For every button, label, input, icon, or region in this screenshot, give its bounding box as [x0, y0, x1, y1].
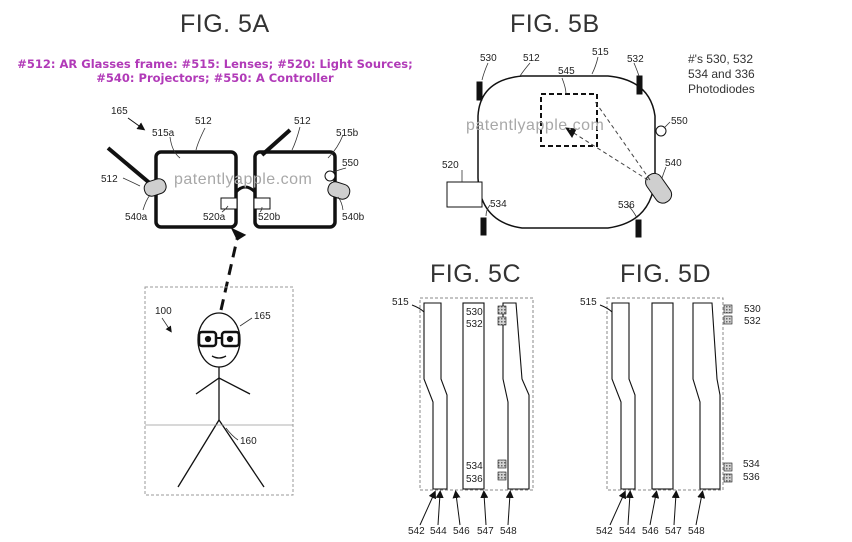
label-5d-547: 547: [665, 526, 682, 537]
fig-5a-glasses: [106, 117, 351, 229]
photodiode-536-5c: [497, 471, 507, 481]
watermark-5a: patentlyapple.com: [174, 171, 312, 188]
projector-540a: [143, 178, 167, 197]
layer-546: [462, 302, 485, 490]
photodiode-530: [476, 81, 483, 101]
controller-550: [324, 170, 336, 182]
label-5b-530: 530: [480, 53, 497, 64]
label-5a-515a: 515a: [152, 128, 175, 139]
target-region-545: [540, 93, 598, 147]
label-5a-165-face: 165: [254, 311, 271, 322]
label-5c-532: 532: [466, 319, 483, 330]
label-5d-546: 546: [642, 526, 659, 537]
photodiode-532-5c: [497, 316, 507, 326]
label-5a-160: 160: [240, 436, 257, 447]
label-5c-544: 544: [430, 526, 447, 537]
label-5b-534: 534: [490, 199, 507, 210]
label-5a-512-right: 512: [294, 116, 311, 127]
gaze-arrow-line: [219, 234, 240, 311]
label-5c-534: 534: [466, 461, 483, 472]
label-5b-545: 545: [558, 66, 575, 77]
label-5a-540a: 540a: [125, 212, 148, 223]
label-5a-512-left: 512: [195, 116, 212, 127]
label-5a-512-temple: 512: [101, 174, 118, 185]
user-figure: [145, 312, 293, 488]
label-5b-515: 515: [592, 47, 609, 58]
fig-5c-cross-section: [419, 297, 534, 491]
label-5c-548: 548: [500, 526, 517, 537]
fig-5b-note-line-3: Photodiodes: [688, 82, 755, 96]
label-5d-548: 548: [688, 526, 705, 537]
fig-5d-title: FIG. 5D: [620, 260, 712, 288]
photodiode-536: [635, 219, 642, 238]
layer-542-5d: [611, 302, 636, 490]
fig-5a-caption-line-1: #512: AR Glasses frame: #515: Lenses; #5…: [17, 57, 413, 71]
photodiode-532-5d: [723, 315, 733, 325]
photodiode-534-5d: [723, 462, 733, 472]
label-5c-547: 547: [477, 526, 494, 537]
fig-5b-lens: [446, 75, 673, 238]
label-5c-530: 530: [466, 307, 483, 318]
fig-5b-note-line-2: 534 and 336: [688, 67, 755, 81]
photodiode-532: [636, 75, 643, 95]
fig-5c-title: FIG. 5C: [430, 260, 522, 288]
label-5d-536: 536: [743, 472, 760, 483]
label-5d-534: 534: [743, 459, 760, 470]
layer-548-5d: [692, 302, 721, 490]
label-5c-542: 542: [408, 526, 425, 537]
label-5a-540b: 540b: [342, 212, 365, 223]
light-source-520a: [220, 197, 238, 210]
label-5b-550: 550: [671, 116, 688, 127]
fig-5a-caption-line-2: #540: Projectors; #550: A Controller: [96, 71, 334, 85]
photodiode-530-5c: [497, 305, 507, 315]
label-5b-536: 536: [618, 200, 635, 211]
fig-5b-note-line-1: #'s 530, 532: [688, 52, 754, 66]
user-frame-100: [144, 286, 294, 496]
photodiode-534-5c: [497, 459, 507, 469]
label-5a-165: 165: [111, 106, 128, 117]
label-5d-544: 544: [619, 526, 636, 537]
label-5c-546: 546: [453, 526, 470, 537]
label-5a-520b: 520b: [258, 212, 281, 223]
light-source-520: [446, 181, 483, 208]
label-5d-542: 542: [596, 526, 613, 537]
photodiode-530-5d: [723, 304, 733, 314]
controller-550-5b: [655, 125, 667, 137]
label-5d-515: 515: [580, 297, 597, 308]
gaze-arrow-head: [230, 227, 247, 241]
layer-548: [502, 302, 530, 490]
projector-540b: [327, 181, 351, 200]
photodiode-534: [480, 217, 487, 236]
label-5a-100: 100: [155, 306, 172, 317]
label-5a-550: 550: [342, 158, 359, 169]
layer-542: [423, 302, 448, 490]
label-5b-520: 520: [442, 160, 459, 171]
label-5c-536: 536: [466, 474, 483, 485]
watermark-5b: patentlyapple.com: [466, 117, 604, 134]
layer-546-5d: [651, 302, 674, 490]
label-5a-515b: 515b: [336, 128, 359, 139]
photodiode-536-5d: [723, 473, 733, 483]
fig-5a-title: FIG. 5A: [180, 10, 270, 38]
label-5b-540: 540: [665, 158, 682, 169]
label-5b-512: 512: [523, 53, 540, 64]
label-5c-515: 515: [392, 297, 409, 308]
label-5d-532: 532: [744, 316, 761, 327]
fig-5b-title: FIG. 5B: [510, 10, 600, 38]
fig-5d-cross-section: [606, 297, 733, 491]
label-5b-532: 532: [627, 54, 644, 65]
projector-540: [645, 172, 673, 204]
label-5d-530: 530: [744, 304, 761, 315]
label-5a-520a: 520a: [203, 212, 226, 223]
